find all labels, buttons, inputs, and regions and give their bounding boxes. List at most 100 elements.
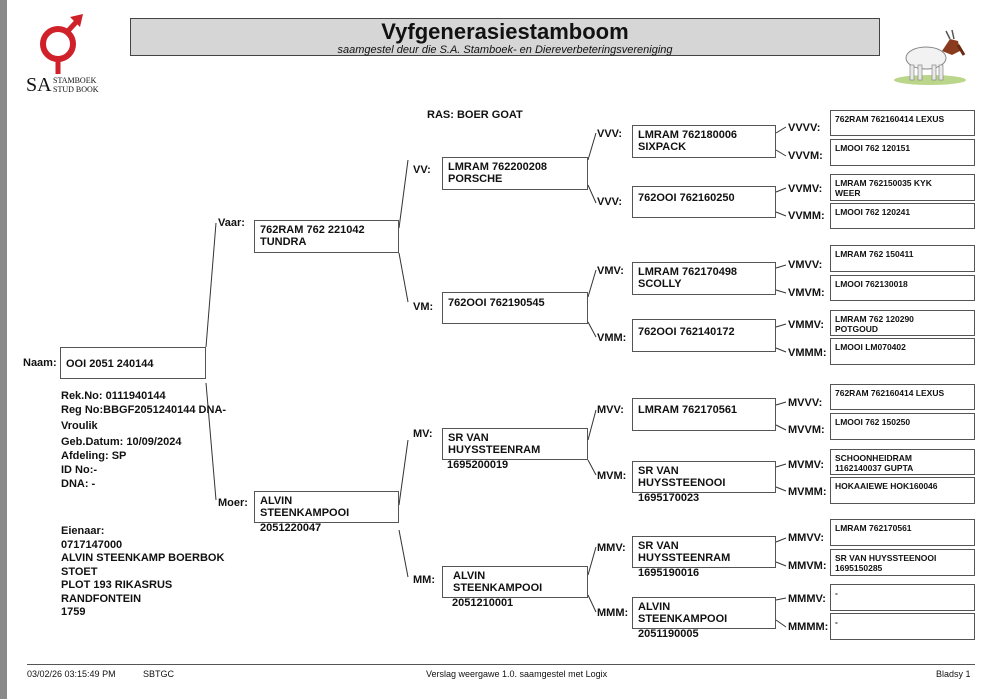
footer-report: Verslag weergawe 1.0. saamgestel met Log… — [426, 669, 608, 679]
vmv-box: LMRAM 762170498 SCOLLY — [632, 262, 776, 295]
animal-details: Rek.No: 0111940144 Reg No:BBGF2051240144… — [61, 389, 226, 491]
g4-box: LMOOI LM070402 — [830, 338, 975, 365]
vmv-line1: LMRAM 762170498 — [638, 266, 738, 278]
g4-label: MMMV: — [788, 593, 826, 605]
g4-box: LMOOI 762 120151 — [830, 139, 975, 166]
mm-label: MM: — [413, 574, 435, 586]
mmm-line1: ALVIN — [638, 601, 671, 613]
afdeling: Afdeling: SP — [61, 450, 127, 462]
boer-goat-illustration — [894, 29, 966, 85]
mm-number: 2051210001 — [452, 597, 514, 609]
g4-line2: 1695150285 — [835, 563, 883, 573]
vaar-line1: 762RAM 762 221042 — [260, 224, 365, 236]
g4-label: VMMV: — [788, 319, 825, 331]
footer-page: Bladsy 1 — [936, 669, 971, 679]
g4-line1: LMOOI 762 120241 — [835, 207, 911, 217]
vmm-box: 762OOI 762140172 — [632, 319, 776, 352]
g4-box: LMOOI 762 150250 — [830, 413, 975, 440]
mvv-label: MVV: — [597, 404, 624, 416]
g4-line1: LMOOI 762130018 — [835, 279, 908, 289]
owner-line: PLOT 193 RIKASRUS — [61, 579, 173, 591]
mv-line1: SR VAN — [448, 432, 489, 444]
g4-box: LMOOI 762 120241 — [830, 203, 975, 229]
g4-box: 762RAM 762160414 LEXUS — [830, 384, 975, 410]
g4-line1: LMRAM 762150035 KYK — [835, 178, 932, 188]
footer-code: SBTGC — [143, 669, 175, 679]
vm-line1: 762OOI 762190545 — [448, 297, 545, 309]
moer-line1: ALVIN — [260, 495, 293, 507]
g4-box: - — [830, 584, 975, 611]
vmm-line1: 762OOI 762140172 — [638, 326, 735, 338]
owner-details: Eienaar: 0717147000 ALVIN STEENKAMP BOER… — [61, 525, 224, 620]
vvm-line1: 762OOI 762160250 — [638, 192, 735, 204]
g4-label: VVVM: — [788, 150, 823, 162]
vaar-label: Vaar: — [218, 217, 245, 229]
moer-label: Moer: — [218, 497, 248, 509]
g4-box: HOKAAIEWE HOK160046 — [830, 477, 975, 504]
mm-line1: ALVIN — [453, 570, 486, 582]
mmm-label: MMM: — [597, 607, 629, 619]
vv-label: VV: — [413, 164, 431, 176]
g4-label: MVVV: — [788, 397, 823, 409]
moer-box: ALVIN STEENKAMPOOI — [254, 491, 399, 523]
g4-line2: WEER — [835, 188, 861, 198]
page-subtitle: saamgestel deur die S.A. Stamboek- en Di… — [337, 44, 673, 56]
mmv-box: SR VAN HUYSSTEENRAM — [632, 536, 776, 568]
g4-line1: 762RAM 762160414 LEXUS — [835, 388, 945, 398]
birth-date: Geb.Datum: 10/09/2024 — [61, 436, 182, 448]
left-page-edge — [0, 0, 7, 699]
mvv-line1: LMRAM 762170561 — [638, 404, 738, 416]
moer-number: 2051220047 — [260, 522, 322, 534]
g4-line1: LMRAM 762170561 — [835, 523, 912, 533]
rek-no: Rek.No: 0111940144 — [61, 390, 166, 402]
g4-box: 762RAM 762160414 LEXUS — [830, 110, 975, 136]
vvv-line1: LMRAM 762180006 — [638, 129, 738, 141]
g4-line1: LMRAM 762 150411 — [835, 249, 914, 259]
animal-name-box: OOI 2051 240144 — [60, 347, 206, 379]
mmm-number: 2051190005 — [638, 628, 699, 640]
mmm-box: ALVIN STEENKAMPOOI — [632, 597, 776, 629]
vvv-box: LMRAM 762180006 SIXPACK — [632, 125, 776, 158]
footer-datetime: 03/02/26 03:15:49 PM — [27, 669, 116, 679]
owner-label: Eienaar: — [61, 525, 105, 537]
moer-line2: STEENKAMPOOI — [260, 507, 350, 519]
vmv-label: VMV: — [597, 265, 624, 277]
g4-label: VVMM: — [788, 210, 825, 222]
vvv-line2: SIXPACK — [638, 141, 687, 153]
gender-symbol-icon — [40, 14, 83, 74]
vaar-box: 762RAM 762 221042 TUNDRA — [254, 220, 399, 253]
vvm-box: 762OOI 762160250 — [632, 186, 776, 218]
mmm-line2: STEENKAMPOOI — [638, 613, 728, 625]
g4-line1: SCHOONHEIDRAM — [835, 453, 912, 463]
reg-no: Reg No:BBGF2051240144 DNA- — [61, 404, 227, 416]
mvm-line2: HUYSSTEENOOI — [638, 477, 726, 489]
g4-line1: SR VAN HUYSSTEENOOI — [835, 553, 937, 563]
g4-line1: LMOOI LM070402 — [835, 342, 906, 352]
logo-stud-book: STUD BOOK — [53, 85, 99, 94]
vmm-label: VMM: — [597, 332, 627, 344]
mv-label: MV: — [413, 428, 433, 440]
mv-line2: HUYSSTEENRAM — [448, 444, 541, 456]
vvm-label: VVV: — [597, 196, 623, 208]
naam-label: Naam: — [23, 357, 57, 369]
owner-line: RANDFONTEIN — [61, 592, 142, 605]
owner-line: ALVIN STEENKAMP BOERBOK — [61, 552, 225, 564]
g4-label: MMVM: — [788, 560, 827, 572]
g4-label: VVVV: — [788, 122, 821, 134]
vm-box: 762OOI 762190545 — [442, 292, 588, 324]
mm-box: ALVIN STEENKAMPOOI — [442, 566, 588, 598]
owner-line: STOET — [61, 565, 98, 578]
breed-label: RAS: BOER GOAT — [427, 109, 523, 121]
mmv-number: 1695190016 — [638, 567, 700, 579]
vv-line2: PORSCHE — [448, 173, 503, 185]
vvv-label: VVV: — [597, 128, 623, 140]
g4-box: LMRAM 762170561 — [830, 519, 975, 546]
animal-name: OOI 2051 240144 — [66, 358, 154, 370]
g4-label: VMVV: — [788, 259, 823, 271]
g4-box: LMRAM 762 150411 — [830, 245, 975, 272]
id-no: ID No:- — [61, 464, 98, 476]
